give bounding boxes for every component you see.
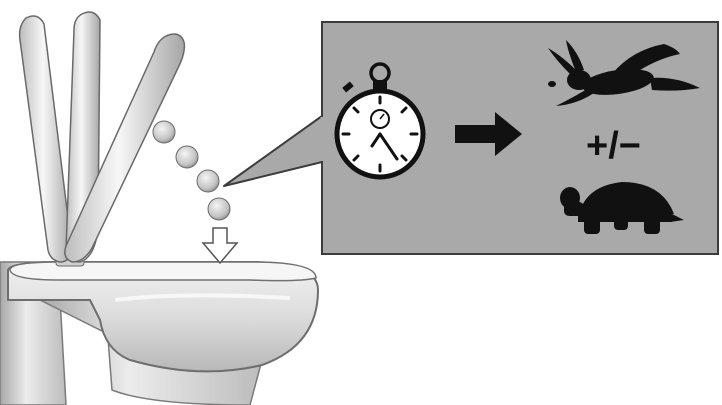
arrow-down-icon (203, 228, 237, 263)
lid-position-vertical (20, 16, 72, 262)
motion-dot (176, 146, 198, 168)
motion-dot (197, 170, 219, 192)
motion-path (153, 121, 237, 263)
toilet (0, 256, 318, 405)
callout-pointer (224, 116, 322, 186)
motion-dot (153, 121, 175, 143)
plus-minus-symbol: +/− (586, 125, 641, 167)
motion-dot (208, 198, 230, 220)
